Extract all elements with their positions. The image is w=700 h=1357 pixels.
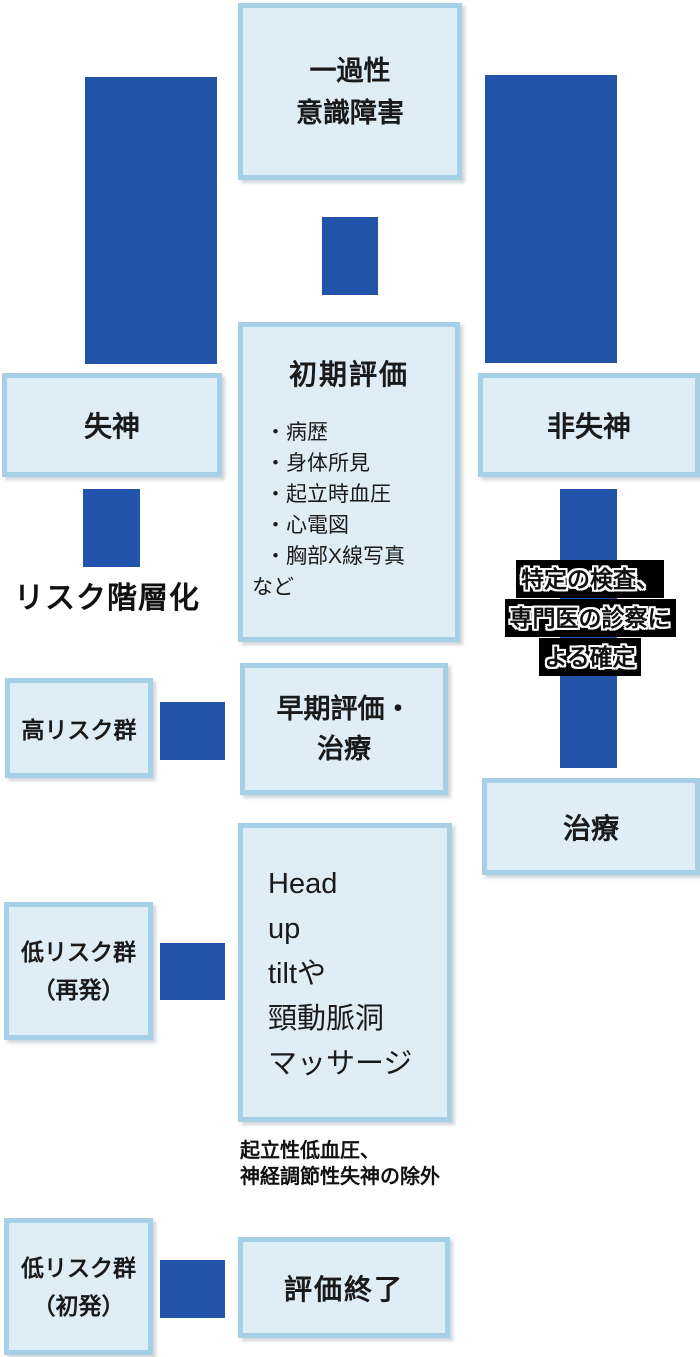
treatment-label: 治療 — [562, 812, 619, 844]
head-up-tilt-box: Head up tiltや 頸動脈洞 マッサージ — [238, 823, 452, 1122]
early-eval-treatment-box: 早期評価・ 治療 — [240, 663, 448, 795]
evaluation-end-box: 評価終了 — [238, 1237, 450, 1338]
low-risk-recurrent-line1: 低リスク群 — [21, 939, 136, 965]
connector-low-risk-recurrent — [160, 943, 225, 1000]
head-up-line2: up — [268, 913, 301, 945]
syncope-label: 失神 — [83, 411, 140, 442]
low-risk-first-line2: （初発） — [32, 1292, 125, 1319]
head-up-line4: 頸動脈洞 — [268, 1003, 385, 1035]
non-syncope-box: 非失神 — [478, 373, 700, 477]
exclusion-note-line2: 神経調節性失神の除外 — [240, 1166, 440, 1188]
transient-loc-line1: 一過性 — [309, 55, 391, 86]
connector-low-risk-first — [160, 1260, 225, 1318]
specific-tests-line3: よる確定 — [539, 638, 641, 676]
treatment-box: 治療 — [482, 778, 700, 875]
connector-left-top — [85, 77, 217, 364]
initial-eval-item-ecg: ・心電図 — [265, 514, 349, 537]
head-up-line3: tiltや — [268, 958, 327, 990]
early-eval-line2: 治療 — [317, 734, 371, 764]
initial-eval-item-history: ・病歴 — [265, 421, 328, 444]
high-risk-label: 高リスク群 — [21, 717, 137, 743]
initial-eval-item-physical: ・身体所見 — [265, 452, 370, 475]
non-syncope-label: 非失神 — [546, 411, 631, 442]
initial-eval-item-etc: など — [252, 576, 294, 599]
low-risk-first-line1: 低リスク群 — [21, 1254, 136, 1281]
exclusion-note-line1: 起立性低血圧、 — [240, 1140, 380, 1162]
exclusion-note-label: 起立性低血圧、 神経調節性失神の除外 — [240, 1138, 470, 1190]
initial-eval-item-orthostatic-bp: ・起立時血圧 — [265, 483, 391, 506]
specific-tests-line1: 特定の検査、 — [516, 560, 664, 598]
transient-loc-box: 一過性 意識障害 — [238, 3, 462, 180]
early-eval-line1: 早期評価・ — [276, 694, 412, 724]
connector-right-top — [485, 75, 617, 363]
head-up-line5: マッサージ — [268, 1048, 413, 1080]
specific-tests-label: 特定の検査、 専門医の診察に よる確定 — [480, 560, 700, 677]
transient-loc-line2: 意識障害 — [296, 97, 404, 128]
initial-evaluation-title: 初期評価 — [288, 359, 409, 390]
specific-tests-line2: 専門医の診察に — [504, 599, 676, 637]
initial-eval-item-chest-xray: ・胸部X線写真 — [265, 545, 406, 568]
risk-stratification-label: リスク階層化 — [14, 582, 200, 615]
high-risk-box: 高リスク群 — [5, 678, 153, 778]
evaluation-end-label: 評価終了 — [283, 1273, 404, 1305]
head-up-line1: Head — [268, 868, 338, 900]
low-risk-first-box: 低リスク群 （初発） — [4, 1218, 153, 1355]
initial-evaluation-box: 初期評価 ・病歴 ・身体所見 ・起立時血圧 ・心電図 ・胸部X線写真 など — [238, 322, 460, 642]
connector-high-risk — [160, 702, 225, 760]
connector-top-center — [322, 217, 378, 295]
syncope-box: 失神 — [2, 373, 222, 477]
connector-left-small — [83, 489, 140, 567]
low-risk-recurrent-line2: （再発） — [32, 977, 125, 1003]
low-risk-recurrent-box: 低リスク群 （再発） — [4, 902, 153, 1040]
